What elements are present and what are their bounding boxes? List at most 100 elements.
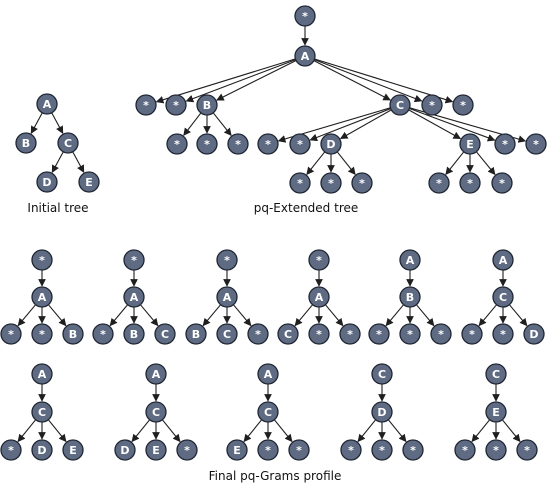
extended-tree-node-star-0-3-5: * xyxy=(525,133,547,155)
extended-tree-node-star-0-3-2-2: * xyxy=(351,172,373,194)
node-label: * xyxy=(224,254,230,267)
node-label: E xyxy=(233,444,241,457)
node-circle xyxy=(145,401,167,423)
pq-gram-10-leaf-node-2: * xyxy=(371,439,393,461)
pq-gram-4-leaf-node-2: * xyxy=(308,323,330,345)
initial-tree-edge xyxy=(51,112,64,134)
node-label: A xyxy=(264,368,273,381)
node-circle xyxy=(491,172,513,194)
node-label: * xyxy=(131,254,137,267)
pq-gram-10-edge xyxy=(357,419,377,443)
extended-tree-node-star-0-3-2-1: * xyxy=(320,172,342,194)
node-label: C xyxy=(152,406,160,419)
pq-gram-7-leaf-node-2: D xyxy=(31,439,53,461)
node-label: * xyxy=(174,138,180,151)
node-circle xyxy=(340,439,362,461)
node-circle xyxy=(31,401,53,423)
pq-gram-4-leaf-node-1: C xyxy=(277,323,299,345)
extended-tree-edge xyxy=(309,108,391,142)
node-circle xyxy=(421,94,443,116)
node-circle xyxy=(154,323,176,345)
node-circle xyxy=(308,323,330,345)
node-label: * xyxy=(204,138,210,151)
pq-gram-6-leaf-node-3: D xyxy=(523,323,545,345)
extended-tree-node-d-0-3-2: D xyxy=(320,133,342,155)
pq-gram-10-leaf-node-3: * xyxy=(402,439,424,461)
pq-gram-11-leaf-node-2: * xyxy=(485,439,507,461)
node-circle xyxy=(492,323,514,345)
node-label: * xyxy=(302,10,308,23)
pq-gram-2-leaf-node-2: B xyxy=(123,323,145,345)
node-label: * xyxy=(379,444,385,457)
node-circle xyxy=(402,439,424,461)
pq-gram-1-edge xyxy=(47,304,67,327)
node-label: * xyxy=(316,328,322,341)
pq-gram-10-leaf-node-1: * xyxy=(340,439,362,461)
node-circle xyxy=(216,286,238,308)
pq-gram-4-mid-node: A xyxy=(308,286,330,308)
node-circle xyxy=(320,172,342,194)
extended-tree-node-star-root: * xyxy=(294,5,316,27)
node-label: * xyxy=(460,99,466,112)
pq-gram-3-mid-node: A xyxy=(216,286,238,308)
pq-gram-7-edge xyxy=(47,419,67,443)
node-circle xyxy=(0,439,22,461)
node-label: A xyxy=(406,254,415,267)
node-label: A xyxy=(38,291,47,304)
node-circle xyxy=(123,323,145,345)
node-label: * xyxy=(359,177,365,190)
pq-gram-8-leaf-node-1: D xyxy=(114,439,136,461)
node-label: A xyxy=(38,368,47,381)
initial-tree-edge xyxy=(30,112,43,134)
node-label: * xyxy=(173,99,179,112)
pq-gram-9-root-node: A xyxy=(257,363,279,385)
node-circle xyxy=(36,171,58,193)
pq-gram-2-leaf-node-3: C xyxy=(154,323,176,345)
pq-gram-8-leaf-node-3: * xyxy=(176,439,198,461)
node-label: * xyxy=(265,138,271,151)
pq-gram-6-leaf-node-2: * xyxy=(492,323,514,345)
node-circle xyxy=(289,133,311,155)
node-circle xyxy=(185,323,207,345)
extended-tree-node-b-0-2: B xyxy=(196,94,218,116)
node-label: B xyxy=(406,291,414,304)
extended-tree-node-star-0-5: * xyxy=(452,94,474,116)
node-circle xyxy=(62,439,84,461)
node-circle xyxy=(135,94,157,116)
extended-tree-node-star-0-4: * xyxy=(421,94,443,116)
node-label: B xyxy=(130,328,138,341)
pq-gram-6-mid-node: C xyxy=(492,286,514,308)
node-circle xyxy=(516,439,538,461)
node-circle xyxy=(114,439,136,461)
node-circle xyxy=(257,133,279,155)
node-label: * xyxy=(500,328,506,341)
pq-gram-3-leaf-node-1: B xyxy=(185,323,207,345)
extended-tree-node-star-0-2-1: * xyxy=(196,133,218,155)
node-label: C xyxy=(223,328,231,341)
node-label: D xyxy=(529,328,538,341)
node-circle xyxy=(308,286,330,308)
extended-tree-node-star-0-3-3-1: * xyxy=(459,172,481,194)
node-circle xyxy=(123,249,145,271)
node-label: D xyxy=(42,176,51,189)
extended-tree-node-a-0: A xyxy=(294,45,316,67)
node-circle xyxy=(247,323,269,345)
node-label: * xyxy=(493,444,499,457)
node-label: * xyxy=(467,177,473,190)
node-circle xyxy=(485,363,507,385)
extended-tree-edge xyxy=(336,151,356,176)
node-label: * xyxy=(265,444,271,457)
node-label: B xyxy=(192,328,200,341)
pq-gram-1-root-node: * xyxy=(31,249,53,271)
initial-tree-node-e-1-1: E xyxy=(78,171,100,193)
extended-tree-node-c-0-3: C xyxy=(389,94,411,116)
node-circle xyxy=(339,323,361,345)
node-circle xyxy=(196,94,218,116)
initial-tree-node-b-0: B xyxy=(15,132,37,154)
pq-gram-7-mid-node: C xyxy=(31,401,53,423)
node-circle xyxy=(525,133,547,155)
node-label: D xyxy=(326,138,335,151)
node-circle xyxy=(371,439,393,461)
extended-tree-node-star-0-1: * xyxy=(165,94,187,116)
node-label: A xyxy=(130,291,139,304)
